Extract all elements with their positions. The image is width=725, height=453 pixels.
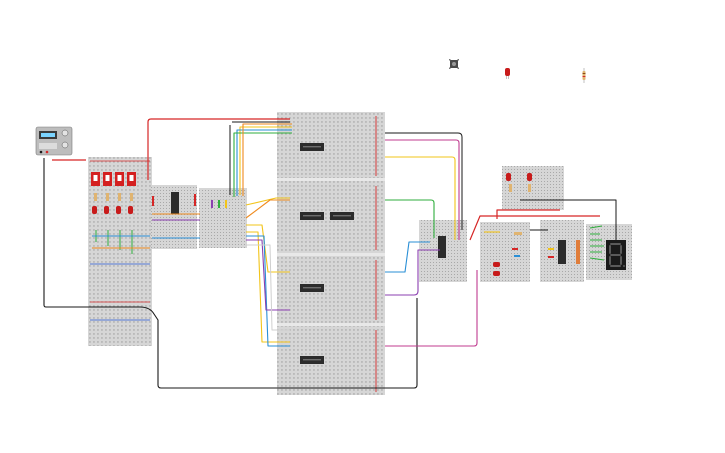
wire-power[interactable] [147,118,290,180]
resistor-icon[interactable] [582,68,586,83]
dip-switch-bank[interactable] [91,172,136,186]
resistor-icon[interactable] [528,184,531,192]
ic-chip[interactable] [300,284,324,292]
led-icon[interactable] [128,206,133,214]
ic-chip[interactable] [330,212,354,220]
led-icon[interactable] [116,206,121,214]
wire-signal[interactable] [385,199,435,238]
wire-signal[interactable] [589,225,605,261]
ic-chip[interactable] [171,192,179,214]
breadboard-small-2[interactable] [199,188,247,248]
wire-signal[interactable] [385,139,460,240]
wire-ground[interactable] [43,158,418,389]
wire-signal[interactable] [385,270,478,347]
led-icon[interactable] [493,262,500,267]
resistor-icon[interactable] [118,193,121,201]
resistor-icon[interactable] [576,240,580,264]
wire-signal[interactable] [242,123,292,196]
seven-segment-display-icon[interactable] [606,240,626,270]
wire-signal[interactable] [385,241,430,273]
led-icon[interactable] [506,173,511,181]
wire-signal[interactable] [236,129,292,196]
wire-layer [43,118,617,389]
wire-signal[interactable] [239,126,292,195]
resistor-icon[interactable] [106,193,109,201]
breadboard-main-stack[interactable] [277,112,385,395]
ic-chip[interactable] [438,236,446,258]
ic-chip[interactable] [558,240,566,264]
led-icon[interactable] [527,173,532,181]
wire-signal[interactable] [246,244,290,331]
resistor-icon[interactable] [514,232,522,235]
wire-signal[interactable] [385,249,440,296]
resistor-icon[interactable] [94,193,97,201]
led-icon[interactable] [493,271,500,276]
resistor-icon[interactable] [130,193,133,201]
ic-chip[interactable] [300,356,324,364]
breadboard-input-panel[interactable] [88,157,152,346]
jumper-blocks [152,194,554,258]
ic-chip[interactable] [300,143,324,151]
wire-power[interactable] [469,215,600,241]
resistor-array [94,184,580,264]
wire-ground[interactable] [385,132,463,230]
wire-signal[interactable] [246,239,290,311]
led-icon[interactable] [104,206,109,214]
push-button-icon[interactable] [449,59,459,69]
breadboard-led-test[interactable] [502,166,564,210]
wire-signal[interactable] [245,197,290,206]
wire-signal[interactable] [233,132,292,197]
breadboard-driver[interactable] [480,222,530,282]
wire-power[interactable] [496,209,560,219]
power-supply-icon[interactable] [35,126,73,156]
wire-ground[interactable] [229,121,290,195]
led-icon[interactable] [505,68,510,79]
ic-chip[interactable] [300,212,324,220]
resistor-icon[interactable] [509,184,512,192]
wire-signal[interactable] [245,199,290,219]
wire-signal[interactable] [246,231,290,343]
led-test-leds [493,173,532,276]
led-bank [92,206,133,214]
wire-signal[interactable] [385,156,456,240]
wire-signal[interactable] [246,235,290,347]
led-icon[interactable] [92,206,97,214]
